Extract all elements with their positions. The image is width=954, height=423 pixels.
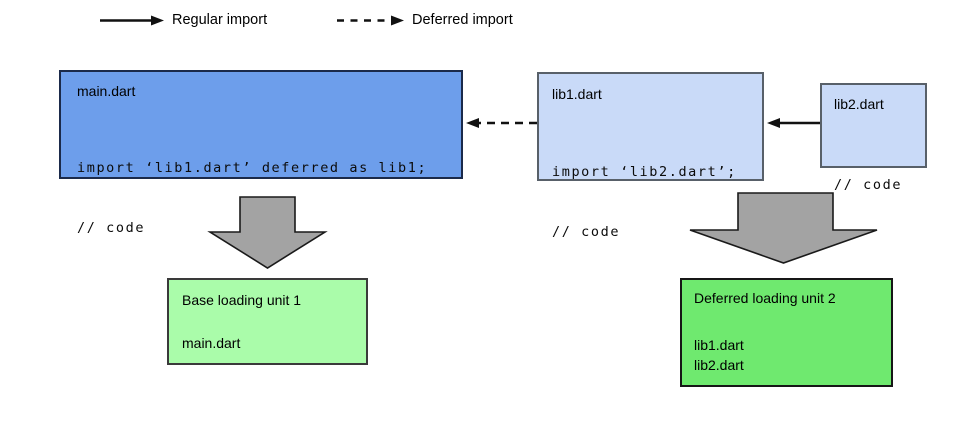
unit-title: Base loading unit 1 (182, 292, 302, 308)
code-block: import ‘lib2.dart’; // code (552, 122, 737, 282)
file-box-lib2-dart: lib2.dart // code (820, 83, 927, 193)
code-line: // code (834, 177, 903, 193)
file-box-main-dart: main.dart import ‘lib1.dart’ deferred as… (59, 70, 463, 236)
code-block: // code (834, 135, 902, 235)
file-title: main.dart (77, 83, 136, 99)
code-block: import ‘lib1.dart’ deferred as lib1; // … (77, 118, 427, 278)
loading-unit-deferred: Deferred loading unit 2 lib1.dart lib2.d… (680, 278, 893, 387)
file-title: lib1.dart (552, 86, 602, 102)
unit-file: lib1.dart (694, 337, 744, 353)
file-box-lib1-dart: lib1.dart import ‘lib2.dart’; // code (537, 72, 764, 240)
unit-file: main.dart (182, 335, 241, 351)
unit-title: Deferred loading unit 2 (694, 290, 836, 306)
unit-file-list: main.dart (182, 333, 240, 353)
legend-deferred-label: Deferred import (412, 12, 513, 28)
unit-file: lib2.dart (694, 357, 744, 373)
code-line: // code (77, 220, 146, 236)
code-line: // code (552, 224, 621, 240)
file-title: lib2.dart (834, 96, 884, 112)
legend-regular-label: Regular import (172, 12, 268, 28)
code-line: import ‘lib1.dart’ deferred as lib1; (77, 160, 428, 176)
unit-file-list: lib1.dart lib2.dart (694, 335, 744, 375)
loading-unit-base: Base loading unit 1 main.dart (167, 278, 368, 365)
code-line: import ‘lib2.dart’; (552, 164, 737, 180)
